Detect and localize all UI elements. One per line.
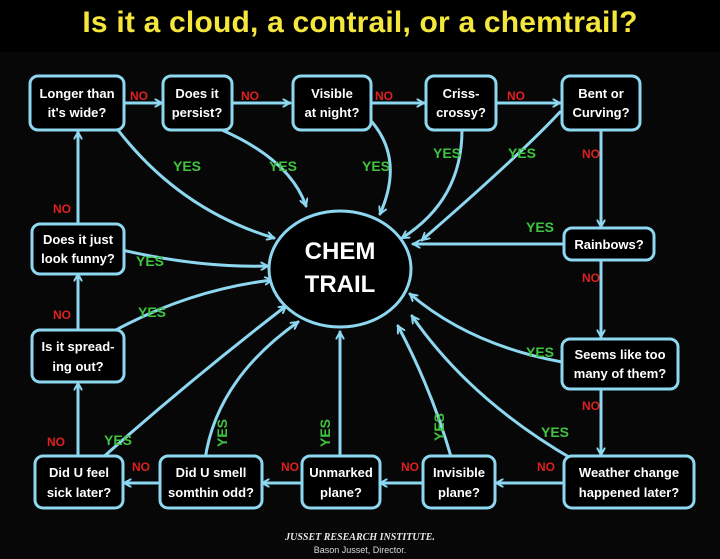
node-criss-line2: crossy? <box>436 105 486 120</box>
node-criss-line1: Criss- <box>443 86 480 101</box>
yes-label-night: YES <box>362 158 390 174</box>
node-toomany: Seems like too many of them? <box>560 337 680 391</box>
node-criss: Criss- crossy? <box>424 74 498 132</box>
yes-label-longer: YES <box>173 158 201 174</box>
yes-label-spread: YES <box>138 304 166 320</box>
node-persist: Does it persist? <box>161 74 234 132</box>
arrow-toomany-yes <box>410 292 564 364</box>
node-spread: Is it spread- ing out? <box>30 328 126 384</box>
arrow-spread-yes <box>114 280 272 332</box>
no-label-sick: NO <box>47 435 65 449</box>
node-toomany-line2: many of them? <box>574 366 667 381</box>
yes-label-unmarked: YES <box>317 419 333 447</box>
arrow-night-yes <box>370 120 392 214</box>
no-label-weather: NO <box>537 460 555 474</box>
no-label-toomany: NO <box>582 399 600 413</box>
yes-label-smell: YES <box>214 419 230 447</box>
arrow-persist-yes <box>220 128 306 206</box>
no-label-rainbows: NO <box>582 271 600 285</box>
node-funny-line2: look funny? <box>41 251 115 266</box>
no-label-longer: NO <box>130 89 148 103</box>
node-toomany-line1: Seems like too <box>574 347 665 362</box>
node-night-line1: Visible <box>311 86 353 101</box>
yes-label-bent: YES <box>508 145 536 161</box>
arrow-sick-yes <box>98 304 286 462</box>
yes-label-invisible: YES <box>431 413 447 441</box>
arrow-bent-yes <box>422 110 562 242</box>
node-unmarked-line1: Unmarked <box>309 465 373 480</box>
yes-label-criss: YES <box>433 145 461 161</box>
yes-label-persist: YES <box>269 158 297 174</box>
node-invisible-line2: plane? <box>438 485 480 500</box>
node-longer-line2: it's wide? <box>48 105 107 120</box>
no-label-night: NO <box>375 89 393 103</box>
arrow-smell-yes <box>203 320 298 462</box>
node-sick: Did U feel sick later? <box>33 454 125 510</box>
node-bent-line2: Curving? <box>572 105 629 120</box>
no-label-bent: NO <box>582 147 600 161</box>
connector-lines <box>78 103 601 483</box>
chem-trail-node: CHEM TRAIL <box>267 209 413 329</box>
chem-trail-line1: CHEM <box>305 238 376 265</box>
node-persist-line2: persist? <box>172 105 223 120</box>
node-funny-line1: Does it just <box>43 232 114 247</box>
arrow-invisible-yes <box>396 326 454 462</box>
node-longer-line1: Longer than <box>39 86 114 101</box>
node-unmarked-line2: plane? <box>320 485 362 500</box>
yes-label-toomany: YES <box>526 344 554 360</box>
no-label-invisible: NO <box>401 460 419 474</box>
node-spread-line1: Is it spread- <box>42 339 115 354</box>
arrow-weather-yes <box>410 316 576 462</box>
arrow-funny-yes <box>120 248 268 266</box>
yes-label-rainbows: YES <box>526 219 554 235</box>
no-labels: NO NO NO NO NO NO NO NO NO NO NO NO NO N… <box>47 89 600 474</box>
chem-trail-line2: TRAIL <box>305 271 376 298</box>
node-night: Visible at night? <box>291 74 373 132</box>
arrow-criss-yes <box>402 128 464 240</box>
yes-label-sick: YES <box>104 432 132 448</box>
no-label-unmarked: NO <box>281 460 299 474</box>
node-weather-line1: Weather change <box>579 465 679 480</box>
node-spread-line2: ing out? <box>52 359 103 374</box>
footer-institute: JUSSET RESEARCH INSTITUTE. <box>284 532 435 543</box>
yes-label-funny: YES <box>136 253 164 269</box>
node-sick-line2: sick later? <box>47 485 111 500</box>
node-night-line2: at night? <box>305 105 360 120</box>
node-funny: Does it just look funny? <box>30 222 126 276</box>
chart-title: Is it a cloud, a contrail, or a chemtrai… <box>82 6 638 39</box>
arrow-longer-yes <box>116 128 274 238</box>
yes-labels: YES YES YES YES YES YES YES YES YES YES … <box>104 145 569 448</box>
node-bent: Bent or Curving? <box>560 74 642 132</box>
node-smell-line1: Did U smell <box>176 465 247 480</box>
no-label-funny: NO <box>53 202 71 216</box>
node-unmarked: Unmarked plane? <box>300 454 382 510</box>
node-invisible-line1: Invisible <box>433 465 485 480</box>
node-smell-line2: somthin odd? <box>168 485 254 500</box>
node-bent-line1: Bent or <box>578 86 624 101</box>
node-rainbows-line1: Rainbows? <box>574 237 643 252</box>
footer-director: Bason Jusset, Director. <box>314 545 407 555</box>
node-smell: Did U smell somthin odd? <box>158 454 264 510</box>
node-weather-line2: happened later? <box>579 485 679 500</box>
node-longer: Longer than it's wide? <box>28 74 126 132</box>
no-label-smell: NO <box>132 460 150 474</box>
node-persist-line1: Does it <box>175 86 219 101</box>
node-sick-line1: Did U feel <box>49 465 109 480</box>
yes-label-weather: YES <box>541 424 569 440</box>
node-invisible: Invisible plane? <box>421 454 497 510</box>
no-label-criss: NO <box>507 89 525 103</box>
no-label-spread: NO <box>53 308 71 322</box>
node-rainbows: Rainbows? <box>562 226 656 262</box>
no-label-persist: NO <box>241 89 259 103</box>
node-weather: Weather change happened later? <box>562 454 696 510</box>
